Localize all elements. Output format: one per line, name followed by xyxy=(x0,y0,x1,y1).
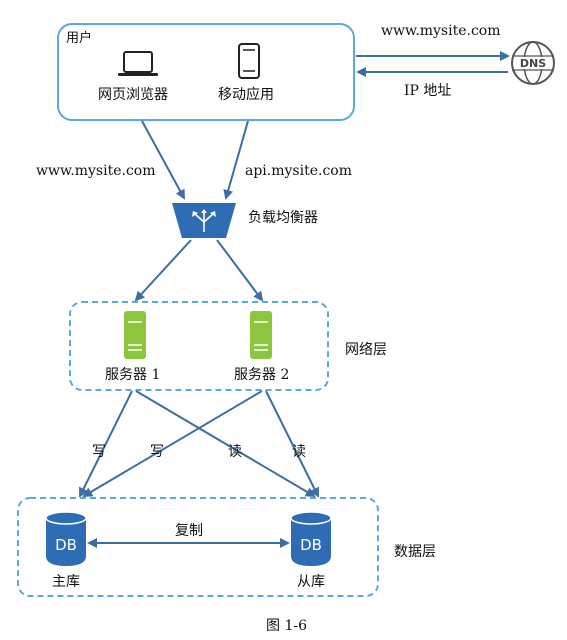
load-balancer-label: 负载均衡器 xyxy=(248,210,318,226)
dns-icon-text: DNS xyxy=(520,57,546,70)
mobile-app-label: 移动应用 xyxy=(218,87,274,103)
laptop-icon xyxy=(118,51,158,76)
dns-globe-icon: DNS xyxy=(511,41,555,85)
slave-db-icon-text: DB xyxy=(300,536,322,554)
browser-to-lb-arrow xyxy=(141,120,185,200)
read-label-1: 读 xyxy=(228,444,242,460)
replication-label: 复制 xyxy=(175,523,203,539)
figure-caption: 图 1-6 xyxy=(266,618,307,634)
web-tier-box xyxy=(69,301,329,391)
slave-db-icon: DB xyxy=(290,511,332,566)
browser-label: 网页浏览器 xyxy=(98,87,168,103)
user-group-box xyxy=(57,23,355,121)
smartphone-icon xyxy=(238,43,260,79)
mobile-to-lb-arrow xyxy=(223,120,249,200)
read-label-2: 读 xyxy=(292,444,306,460)
master-db-icon-text: DB xyxy=(55,536,77,554)
lb-left-domain-label: www.mysite.com xyxy=(36,163,156,179)
server2-icon xyxy=(250,311,272,359)
server2-write-arrow xyxy=(82,390,263,498)
write-label-2: 写 xyxy=(150,444,164,460)
dns-request-label: www.mysite.com xyxy=(381,23,501,39)
load-balancer-icon xyxy=(172,203,236,238)
lb-to-server1-arrow xyxy=(134,239,192,302)
data-tier-box xyxy=(17,497,379,597)
server1-label: 服务器 1 xyxy=(105,367,161,383)
master-db-label: 主库 xyxy=(52,574,80,590)
web-tier-label: 网络层 xyxy=(345,342,387,358)
dns-response-label: IP 地址 xyxy=(404,83,452,99)
master-db-icon: DB xyxy=(45,511,87,566)
slave-db-label: 从库 xyxy=(297,574,325,590)
user-group-title: 用户 xyxy=(66,31,93,46)
write-label-1: 写 xyxy=(92,444,106,460)
server1-read-arrow xyxy=(135,390,316,498)
lb-right-domain-label: api.mysite.com xyxy=(245,163,352,179)
server1-write-arrow xyxy=(79,390,133,498)
server2-label: 服务器 2 xyxy=(234,367,290,383)
lb-to-server2-arrow xyxy=(216,239,264,302)
server1-icon xyxy=(124,311,146,359)
data-tier-label: 数据层 xyxy=(394,544,436,560)
server2-read-arrow xyxy=(265,390,319,498)
